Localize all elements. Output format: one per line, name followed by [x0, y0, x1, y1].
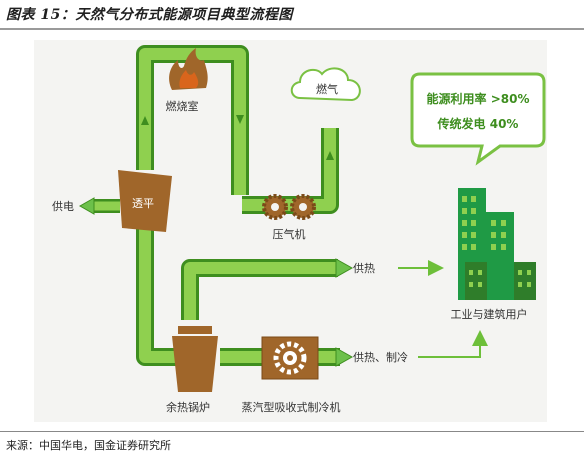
footer-divider	[0, 431, 584, 432]
traditional-stat: 传统发电 40%	[437, 116, 519, 131]
compressor-label: 压气机	[273, 227, 306, 241]
turbine-label: 透平	[132, 197, 154, 210]
chiller-icon	[261, 336, 319, 380]
natural-gas-label: 燃气	[316, 82, 338, 96]
buildings-icon	[458, 188, 536, 300]
pipe-compressor-gas	[242, 128, 339, 214]
efficiency-stat: 能源利用率 >80%	[427, 91, 530, 106]
cooling-to-users-arrow	[418, 330, 488, 358]
pipe-turbine-boiler	[136, 225, 180, 366]
users-label: 工业与建筑用户	[451, 307, 528, 321]
flame-icon	[169, 48, 208, 90]
chiller-label: 蒸汽型吸收式制冷机	[242, 400, 341, 414]
boiler-icon	[172, 326, 218, 392]
heat-supply-label: 供热	[353, 261, 375, 275]
turbine-icon	[118, 170, 172, 232]
gas-cloud-icon	[290, 67, 361, 102]
power-supply-label: 供电	[52, 199, 74, 213]
combustion-chamber-label: 燃烧室	[166, 99, 199, 113]
pipe-power-out	[78, 197, 120, 215]
flow-direction-arrows	[141, 115, 334, 160]
source-note: 来源：中国华电，国金证券研究所	[6, 439, 171, 452]
stats-bubble	[410, 72, 546, 166]
pipe-boiler-heat	[181, 258, 354, 320]
compressor-gears-icon	[262, 194, 316, 220]
heat-cooling-label: 供热、制冷	[353, 350, 408, 364]
figure-title: 图表 15：天然气分布式能源项目典型流程图	[6, 7, 293, 23]
title-bar: 图表 15：天然气分布式能源项目典型流程图	[0, 0, 584, 30]
boiler-label: 余热锅炉	[166, 400, 210, 414]
